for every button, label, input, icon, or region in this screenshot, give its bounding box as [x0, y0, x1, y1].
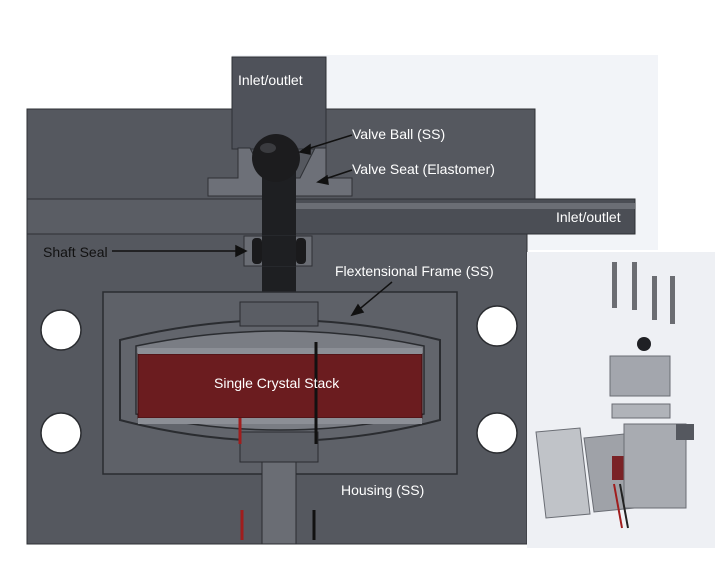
assembly-housing: [623, 423, 687, 509]
valve-shaft: [262, 170, 296, 298]
valve-seat-label: Valve Seat (Elastomer): [352, 161, 495, 177]
bolt-hole-top-right: [476, 305, 518, 347]
valve-ball-label: Valve Ball (SS): [352, 126, 446, 142]
inlet-outlet-side-label: Inlet/outlet: [556, 209, 621, 225]
assembly-ball: [637, 337, 651, 351]
bottom-channel: [261, 461, 297, 545]
shaft-through-seal: [262, 236, 296, 266]
arrowhead-flex-frame: [350, 303, 365, 317]
bolt-1: [612, 262, 617, 308]
assembly-plate: [611, 403, 671, 419]
bolt-2: [632, 262, 637, 310]
leader-arrows: [112, 134, 393, 317]
crystal-stack-label: Single Crystal Stack: [214, 375, 340, 391]
arrow-valve-ball: [303, 134, 353, 151]
top-inlet-pipe: [231, 56, 327, 150]
bolt-hole-bottom-left: [40, 412, 82, 454]
crystal-stack-top-cap: [138, 348, 422, 354]
assembly-wire-red: [613, 483, 623, 529]
assembly-wire-black: [619, 483, 629, 529]
exploded-assembly-view: [527, 252, 715, 548]
arrowhead-valve-seat: [316, 174, 329, 185]
frame-bottom-mount: [239, 431, 319, 463]
assembly-left-plate: [535, 427, 591, 519]
shaft-seal-left: [252, 238, 262, 264]
flextensional-frame-label: Flextensional Frame (SS): [335, 263, 494, 279]
assembly-top-block: [609, 355, 671, 397]
shaft-seal-right: [296, 238, 306, 264]
bolt-hole-bottom-right: [476, 412, 518, 454]
valve-ball: [252, 134, 300, 182]
housing-label: Housing (SS): [341, 482, 425, 498]
crystal-stack-bottom-cap: [138, 418, 422, 424]
frame-top-mount: [239, 301, 319, 327]
shaft-seal-label: Shaft Seal: [43, 244, 108, 260]
bolt-4: [670, 276, 675, 324]
bolt-hole-top-left: [40, 309, 82, 351]
valve-seat: [207, 147, 353, 197]
side-inlet-pipe-highlight: [295, 203, 635, 209]
bolt-3: [652, 276, 657, 320]
arrowhead-shaft-seal: [235, 244, 248, 258]
assembly-fitting: [676, 424, 694, 440]
arrowhead-valve-ball: [298, 143, 311, 155]
valve-ball-highlight: [260, 143, 276, 153]
inlet-outlet-top-label: Inlet/outlet: [238, 72, 303, 88]
arrow-flex-frame: [355, 281, 393, 313]
